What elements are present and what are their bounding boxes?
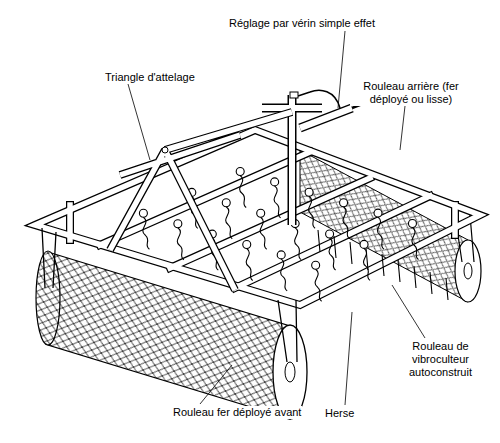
spring-tine (243, 241, 253, 281)
front-roller (36, 228, 307, 419)
harrow-tooth (334, 236, 336, 258)
spring-tine (257, 209, 267, 249)
tine-coil (340, 199, 348, 207)
harrow-tooth (382, 254, 384, 276)
spring-tine (326, 230, 336, 270)
tine-blade (226, 207, 233, 239)
tine-coil (139, 209, 147, 217)
tine-coil (271, 178, 279, 186)
harrow-tooth (318, 230, 320, 252)
tine-coil (277, 251, 285, 259)
tine-coil (222, 199, 230, 207)
spring-tine (360, 240, 370, 280)
tine-blade (260, 217, 267, 249)
part-label: Herse (324, 407, 355, 420)
tine-blade (309, 196, 316, 228)
tine-coil (305, 188, 313, 196)
part-label: Triangle d'attelage (104, 71, 196, 84)
tine-blade (412, 228, 419, 260)
tine-coil (236, 168, 244, 176)
spring-tine (271, 178, 281, 218)
tine-coil (174, 220, 182, 228)
harrow-tooth (366, 248, 368, 270)
tine-coil (257, 209, 265, 217)
spring-tine (174, 220, 184, 260)
part-label: Rouleau de vibroculteur autoconstruit (392, 340, 489, 380)
spring-tine (374, 209, 384, 249)
harrow-tooth (350, 242, 352, 264)
spring-tine (305, 188, 315, 228)
tine-coil (360, 240, 368, 248)
tine-blade (246, 249, 253, 281)
harrow-tooth (398, 260, 400, 282)
tine-blade (177, 228, 184, 260)
spring-tine (277, 251, 287, 291)
tine-blade (363, 248, 370, 280)
tine-blade (240, 176, 247, 208)
hitch-triangle (110, 112, 292, 290)
harrow-tooth (430, 272, 432, 294)
tine-coil (326, 230, 334, 238)
spring-tine (291, 220, 301, 260)
tine-blade (274, 186, 281, 218)
tine-blade (315, 269, 322, 301)
tine-blade (295, 228, 302, 260)
tine-coil (243, 241, 251, 249)
tine-coil (408, 220, 416, 228)
part-label: Rouleau arrière (fer déployé ou lisse) (350, 80, 472, 106)
spring-tine (236, 168, 246, 208)
tine-blade (343, 207, 350, 239)
spring-tine (312, 261, 322, 301)
tine-blade (281, 259, 288, 291)
tine-coil (374, 209, 382, 217)
harrow-teeth (318, 230, 448, 300)
part-label: Réglage par vérin simple effet (228, 17, 376, 30)
spring-tine (408, 220, 418, 260)
harrow-tooth (446, 278, 448, 300)
part-label: Rouleau fer déployé avant (172, 406, 302, 419)
tine-blade (377, 217, 384, 249)
spring-tine (222, 199, 232, 239)
spring-tine (139, 209, 149, 249)
tine-blade (143, 217, 150, 249)
harrow-tooth (414, 266, 416, 288)
spring-tine (340, 199, 350, 239)
tine-coil (312, 261, 320, 269)
